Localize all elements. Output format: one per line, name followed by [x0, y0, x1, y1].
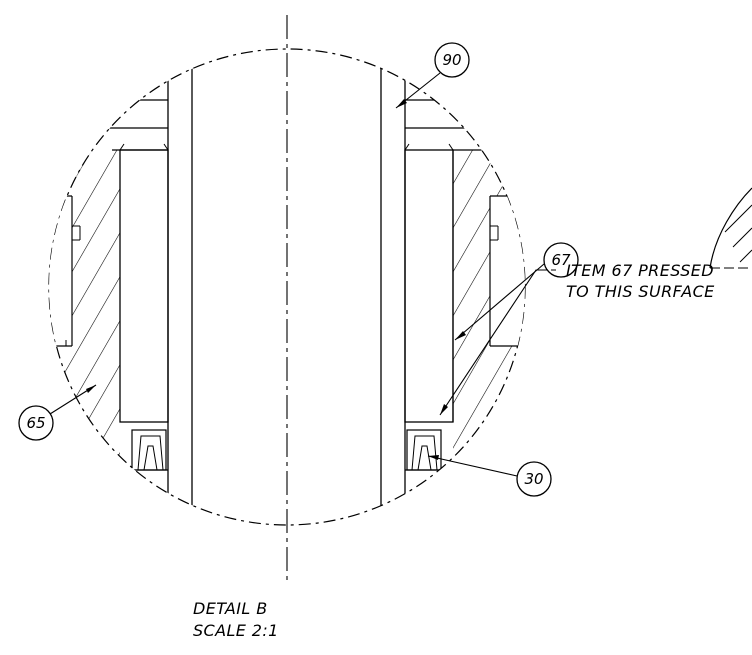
tube-90-left [167, 49, 193, 525]
adjacent-view-fragment [709, 187, 752, 269]
detail-caption: DETAIL B SCALE 2:1 [193, 599, 279, 640]
note-line-1: ITEM 67 PRESSED [566, 261, 714, 280]
pressed-surface-note: ITEM 67 PRESSED TO THIS SURFACE [566, 261, 715, 301]
balloon-30-label: 30 [524, 470, 543, 488]
detail-title: DETAIL B [193, 599, 268, 618]
note-line-2: TO THIS SURFACE [566, 282, 715, 301]
balloon-90-label: 90 [442, 51, 461, 69]
seal-30-right [406, 429, 442, 471]
note-leader [439, 269, 556, 416]
balloon-65-label: 65 [26, 414, 45, 432]
housing-65-left [49, 99, 168, 525]
bushing-left [119, 143, 169, 423]
balloon-65: 65 [18, 384, 97, 441]
balloon-90: 90 [395, 42, 470, 109]
housing-right [405, 99, 525, 525]
detail-scale: SCALE 2:1 [193, 621, 279, 640]
tube-90-right [380, 49, 406, 525]
balloon-67-label: 67 [551, 251, 571, 269]
seal-left [131, 429, 167, 471]
balloon-30: 30 [427, 455, 552, 497]
bushing-67-right [404, 143, 454, 423]
balloon-67: 67 [454, 242, 579, 341]
